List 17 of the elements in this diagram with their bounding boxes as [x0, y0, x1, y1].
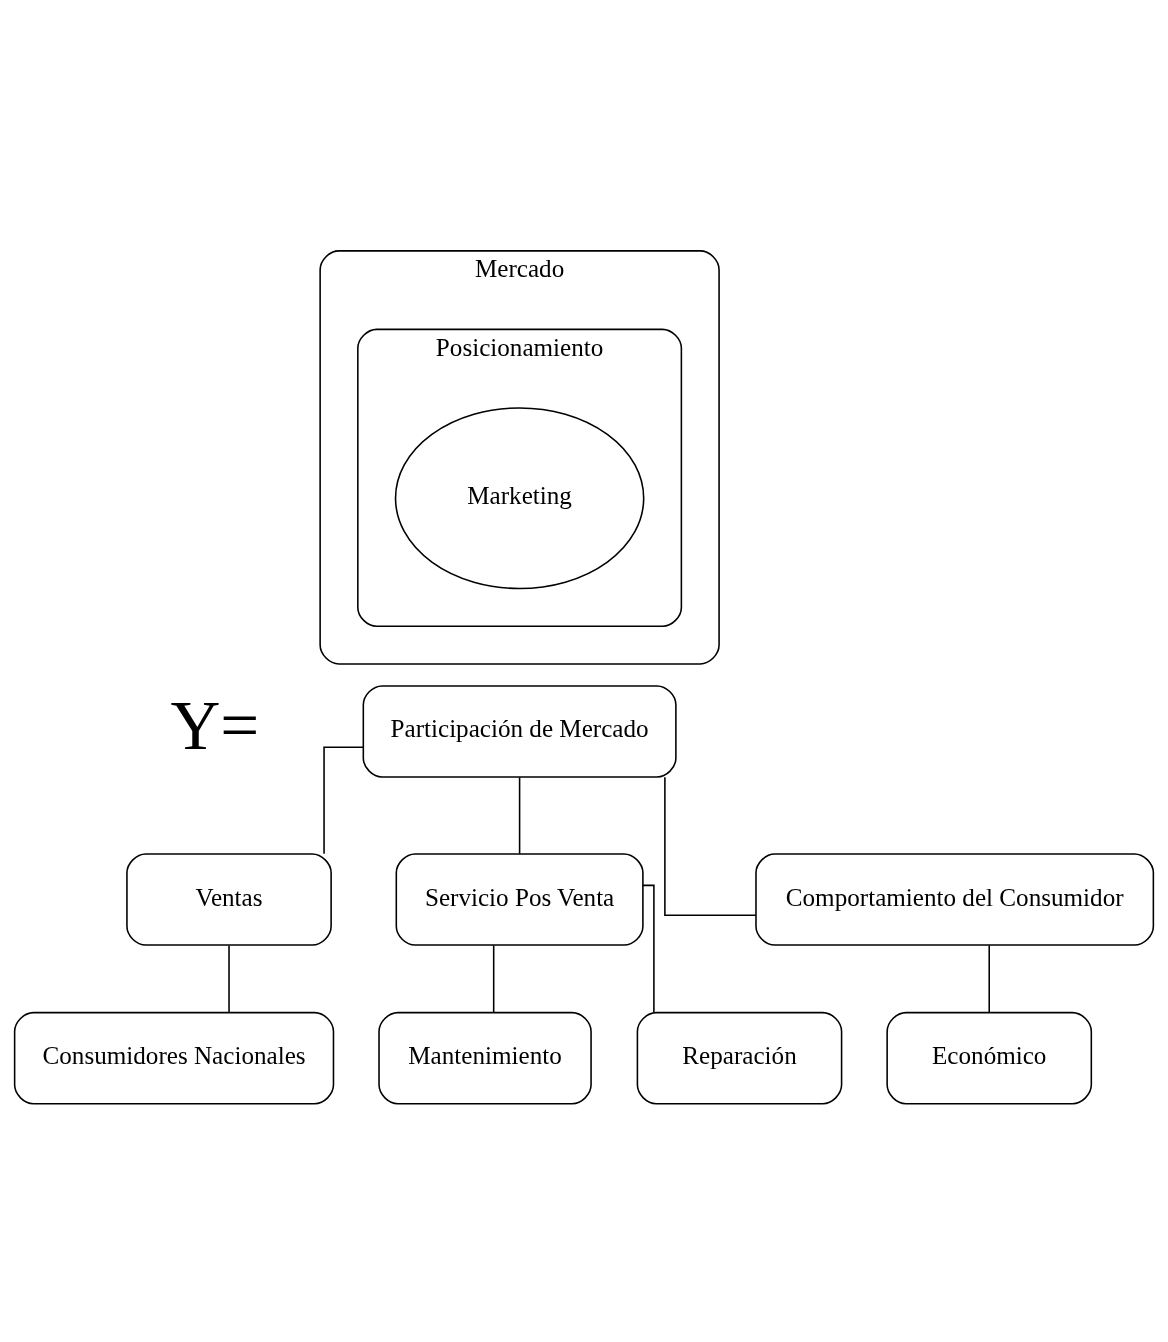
- connector: [323, 746, 364, 855]
- node-box: Ventas: [126, 853, 332, 946]
- node-box: Reparación: [636, 1011, 843, 1105]
- node-box: Económico: [886, 1011, 1093, 1105]
- node-label: Y=: [170, 687, 260, 765]
- node-box: Mantenimiento: [378, 1011, 592, 1105]
- node-box: Comportamiento del Consumidor: [755, 853, 1155, 946]
- connector: [228, 944, 230, 1014]
- connector: [988, 944, 990, 1014]
- node-box: Servicio Pos Venta: [395, 853, 644, 946]
- node-box: Consumidores Nacionales: [13, 1011, 335, 1105]
- connector: [642, 884, 655, 1014]
- connector: [664, 776, 757, 917]
- connector: [492, 944, 495, 1014]
- connector: [518, 776, 521, 855]
- node-ellipse: Marketing: [394, 407, 645, 590]
- node-box: Participación de Mercado: [362, 685, 677, 778]
